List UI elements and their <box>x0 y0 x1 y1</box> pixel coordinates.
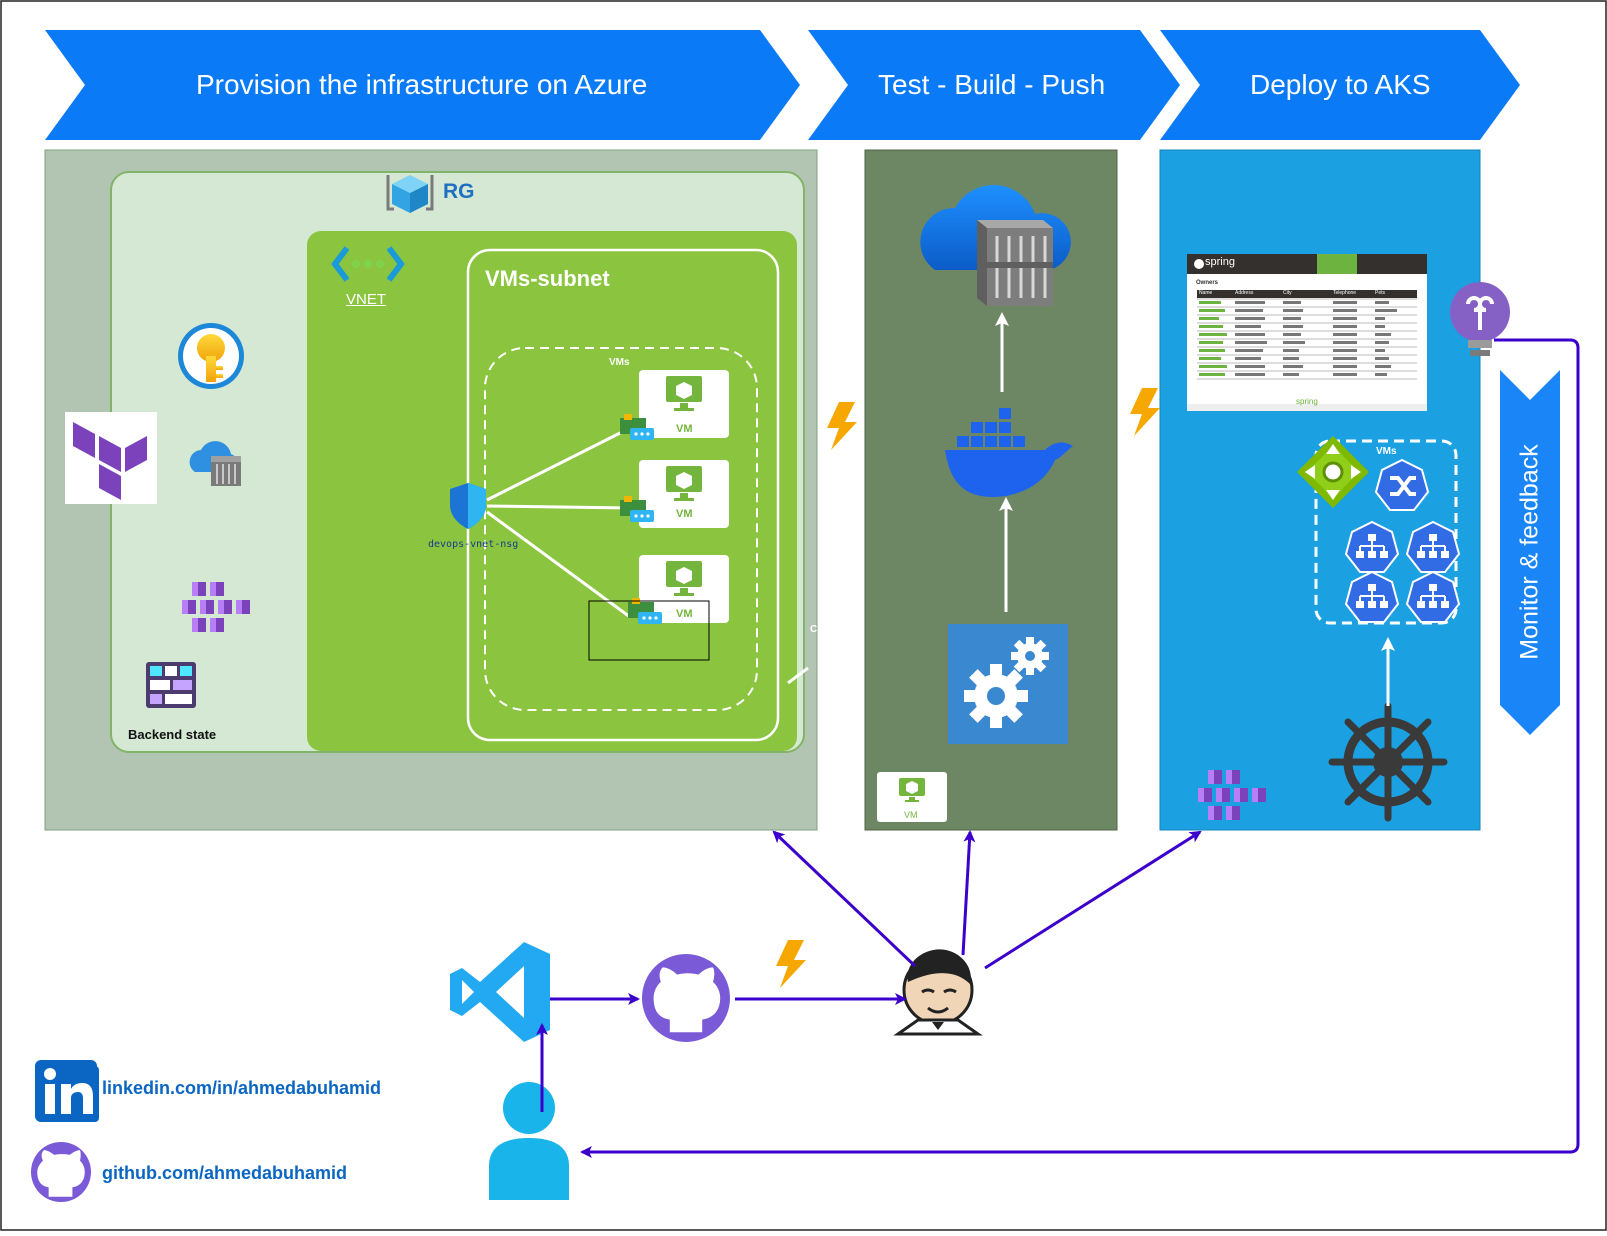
arrow-feedback-loop <box>580 338 1580 1158</box>
feedback-bar <box>1500 370 1560 735</box>
docker-icon <box>945 408 1073 497</box>
backend-state-label: Backend state <box>128 727 217 742</box>
vscode-icon <box>450 942 550 1042</box>
banner-test-build-push-label: Test - Build - Push <box>878 69 1106 100</box>
selection-box <box>588 600 710 661</box>
k8s-node-icon-4 <box>1405 570 1461 623</box>
nic-icon-2 <box>620 496 654 522</box>
container-registry-icon <box>189 441 241 486</box>
vnet-icon <box>331 246 405 282</box>
vm-label-1: VM <box>676 423 693 435</box>
lightning-icon-1 <box>827 402 857 450</box>
banner-deploy-shape <box>1160 30 1520 140</box>
github-icon <box>642 954 730 1042</box>
aks-vms-label: VMs <box>1376 446 1397 457</box>
build-vm-card <box>877 772 947 822</box>
build-gears-icon <box>948 624 1068 744</box>
aks-vms-box <box>1314 439 1458 625</box>
arrow-jenkins-to-deploy <box>984 830 1202 970</box>
nsg-shield-icon <box>450 483 486 529</box>
arrow-jenkins-to-build <box>961 830 976 956</box>
cut-off-label: C <box>810 624 818 635</box>
subnet-exit-line <box>787 666 809 685</box>
key-vault-icon <box>178 323 244 389</box>
spring-footer-brand: spring <box>1296 397 1318 406</box>
load-balancer-icon <box>1297 436 1369 508</box>
banner-provision-shape <box>45 30 800 140</box>
github-link[interactable]: github.com/ahmedabuhamid <box>102 1163 348 1183</box>
spring-brand: spring <box>1205 256 1235 268</box>
k8s-service-icon <box>1374 458 1430 511</box>
nsg-label: devops-vnet-nsg <box>428 539 519 550</box>
spring-app-screenshot <box>1187 254 1427 411</box>
linkedin-icon[interactable] <box>35 1060 99 1122</box>
build-vm-label: VM <box>904 810 918 820</box>
vm-label-2: VM <box>676 508 693 520</box>
storage-account-icon <box>146 662 196 708</box>
github-footer-icon[interactable] <box>31 1142 91 1202</box>
feedback-label: Monitor & feedback <box>1515 444 1544 660</box>
aks-deploy-icon <box>1198 770 1266 820</box>
aks-icon <box>182 582 250 632</box>
nsg-link-vm3 <box>486 510 631 619</box>
nic-icon-3 <box>628 598 662 624</box>
vm-card-3 <box>639 555 729 623</box>
banner-provision-label: Provision the infrastructure on Azure <box>196 69 648 100</box>
spring-col-address: Address <box>1235 290 1254 296</box>
k8s-node-icon-1 <box>1344 520 1400 573</box>
vm-card-1 <box>639 370 729 438</box>
jenkins-icon <box>893 949 983 1036</box>
spring-heading: Owners <box>1196 280 1219 286</box>
linkedin-link[interactable]: linkedin.com/in/ahmedabuhamid <box>102 1078 382 1098</box>
terraform-logo <box>65 412 157 504</box>
rg-label: RG <box>443 180 475 203</box>
nic-icon-1 <box>620 414 654 440</box>
helm-icon <box>1328 702 1448 822</box>
vm-card-2 <box>639 460 729 528</box>
banner-test-build-shape <box>808 30 1180 140</box>
lightning-icon-3 <box>776 940 806 988</box>
spring-col-pets: Pets <box>1375 290 1386 296</box>
nsg-link-vm2 <box>486 504 631 510</box>
vms-group-label: VMs <box>609 357 630 368</box>
vms-subnet-label: VMs-subnet <box>485 266 610 291</box>
lightning-icon-2 <box>1130 388 1160 436</box>
banner-deploy-label: Deploy to AKS <box>1250 69 1431 100</box>
app-insights-icon <box>1450 282 1510 356</box>
nsg-link-vm1 <box>486 426 631 502</box>
vm-label-3: VM <box>676 608 693 620</box>
spring-col-city: City <box>1283 290 1292 296</box>
container-registry-large-icon <box>920 185 1071 306</box>
vnet-label: VNET <box>346 291 387 308</box>
spring-col-telephone: Telephone <box>1333 290 1357 296</box>
spring-col-name: Name <box>1199 290 1213 296</box>
k8s-node-icon-3 <box>1344 570 1400 623</box>
vms-group-box <box>484 347 758 711</box>
arrow-jenkins-to-provision <box>772 830 917 968</box>
resource-group-icon <box>386 175 434 213</box>
